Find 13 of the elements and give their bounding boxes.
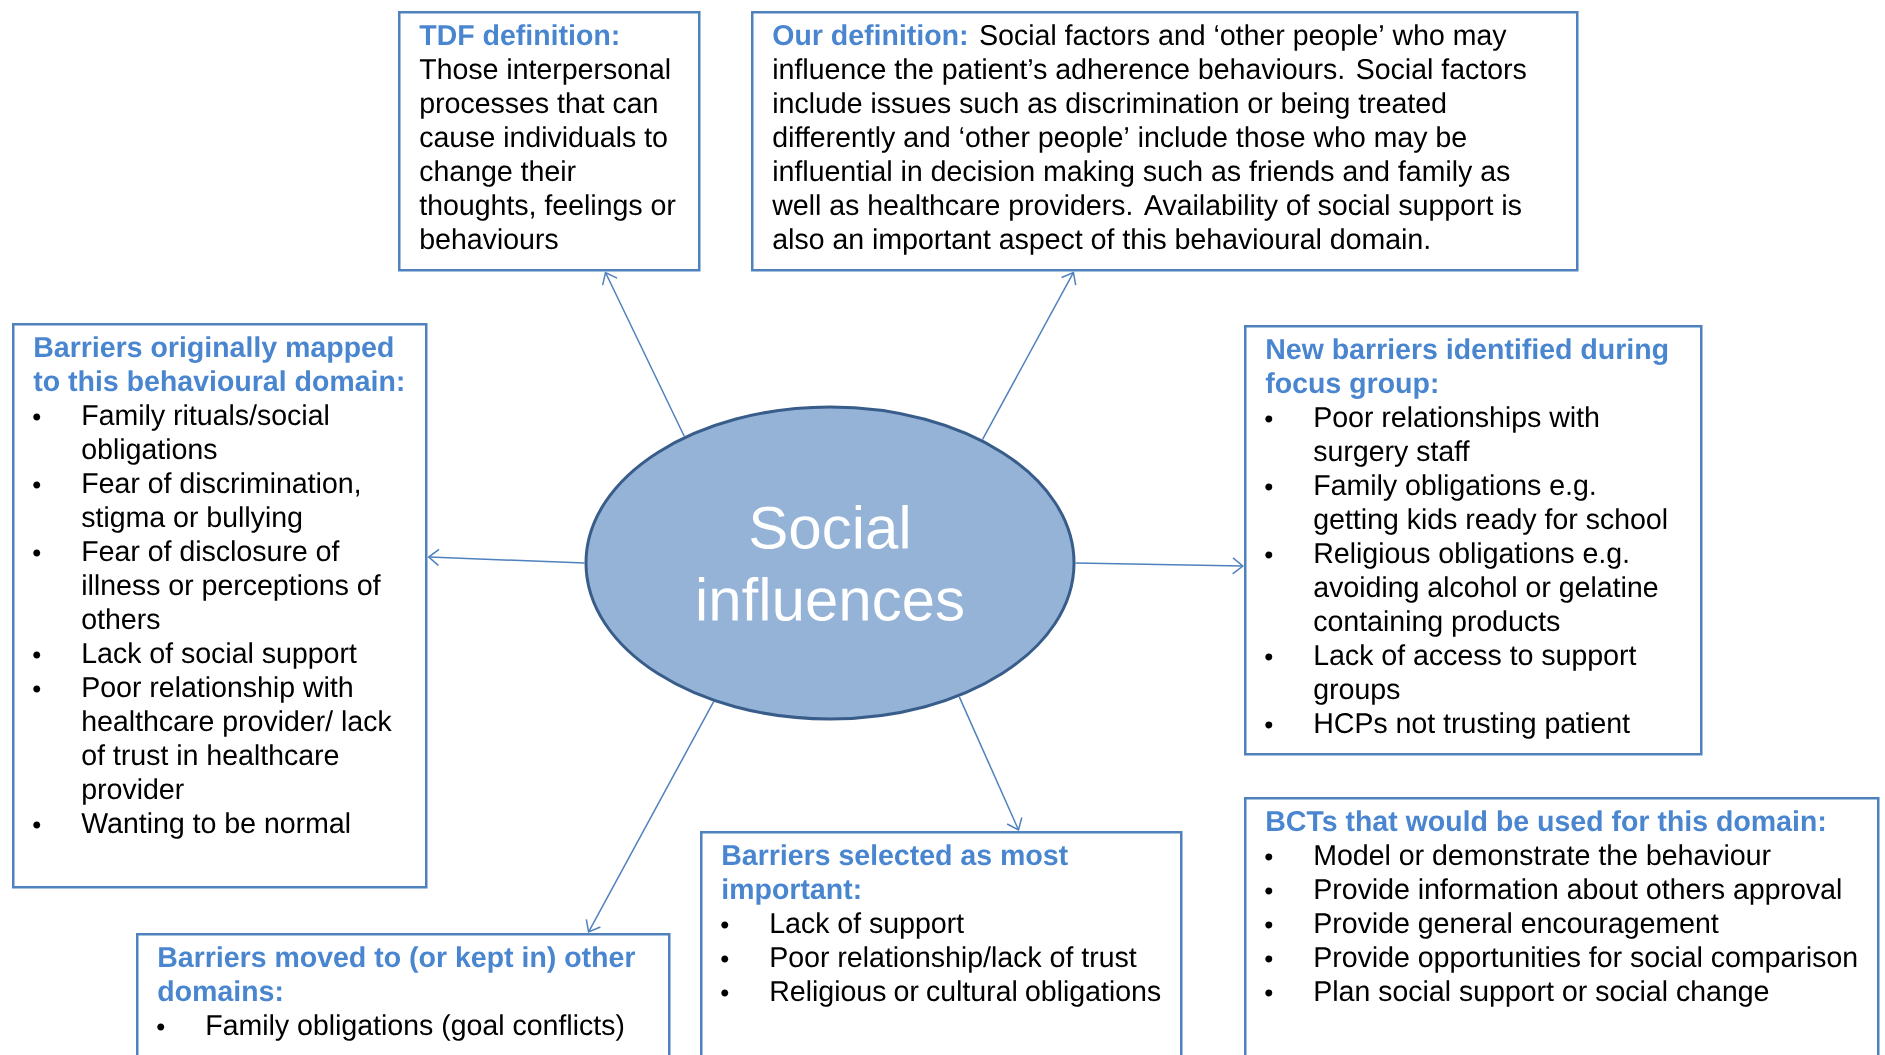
text-box: Barriers originally mapped to this behavioural domain: Family rituals/social obligations Fear of discrimination, stigma or bullying Fear of disclosure of illness or perceptions of others Lack of social support Poor relationship with healthcare provider/ lack of trust in healthcare provider Wanting to be normal: [12, 323, 428, 889]
text-box: TDF definition: Those interpersonal processes that can cause individuals to change their thoughts, feelings or behaviours: [398, 11, 701, 272]
text-box: Barriers selected as most important: Lack of support Poor relationship/lack of trust Religious or cultural obligations: [700, 831, 1183, 1055]
text-box: Our definition: Social factors and ‘other people’ who may influence the patient’s adherence behaviours. Social factors include issues such as discrimination or being treated differently and ‘other people’ include those who may be influential in decision making such as friends and family as well as healthcare providers. Availability of social support is also an important aspect of this behavioural domain.: [751, 11, 1579, 272]
arrow: [981, 271, 1077, 441]
arrow: [1074, 557, 1244, 575]
text-box: New barriers identified during focus group: Poor relationships with surgery staff Family obligations e.g. getting kids ready for school Religious obligations e.g. avoiding alcohol or gelatine containing products Lack of access to support groups HCPs not trusting patient: [1244, 325, 1703, 756]
arrow: [958, 696, 1023, 831]
arrow: [601, 271, 685, 438]
arrow: [427, 548, 586, 567]
arrow: [585, 700, 715, 933]
text-box: BCTs that would be used for this domain: Model or demonstrate the behaviour Provide information about others approval Provide general encouragement Provide opportunities for social comparison Plan social support or social change: [1244, 797, 1880, 1055]
text-box: Barriers moved to (or kept in) other domains: Family obligations (goal conflicts): [136, 933, 671, 1055]
